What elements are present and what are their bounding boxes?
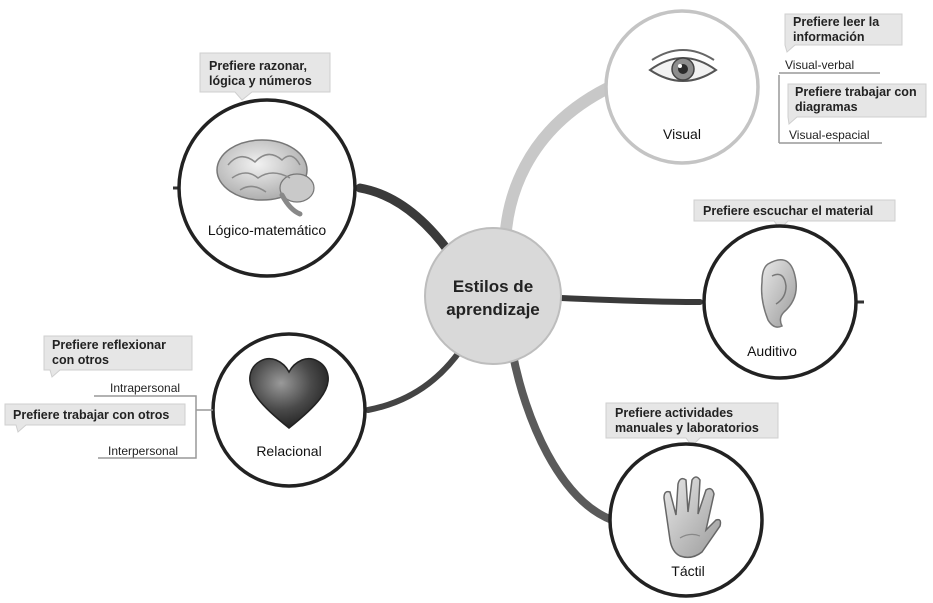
branch-auditivo — [557, 295, 703, 305]
sub-label-intrapersonal: Intrapersonal — [110, 381, 180, 395]
sub-intrapersonal: Prefiere reflexionar con otros Intrapers… — [43, 335, 213, 459]
node-label-tactil: Táctil — [671, 563, 704, 579]
callout-auditivo: Prefiere escuchar el material — [693, 199, 896, 230]
sub-interpersonal: Prefiere trabajar con otros Interpersona… — [4, 403, 186, 458]
callout-logico-line1: Prefiere razonar, — [209, 59, 307, 73]
callout-visual-verbal-line1: Prefiere leer la — [793, 15, 880, 29]
callout-tactil: Prefiere actividades manuales y laborato… — [605, 402, 779, 447]
brain-icon — [216, 139, 315, 217]
center-title-line1: Estilos de — [453, 277, 533, 296]
callout-logico: Prefiere razonar, lógica y números — [199, 52, 331, 101]
branch-logico — [355, 183, 457, 261]
callout-visual-espacial-line2: diagramas — [795, 100, 858, 114]
callout-interpersonal-line1: Prefiere trabajar con otros — [13, 408, 169, 422]
callout-tactil-line1: Prefiere actividades — [615, 406, 733, 420]
callout-tactil-line2: manuales y laboratorios — [615, 421, 759, 435]
callout-intrapersonal-line1: Prefiere reflexionar — [52, 338, 166, 352]
sub-label-visual-verbal: Visual-verbal — [785, 58, 854, 72]
center-node: Estilos de aprendizaje — [424, 227, 562, 365]
branch-visual — [499, 82, 614, 256]
node-visual: Visual Prefiere leer la información Visu… — [604, 9, 927, 165]
sub-label-visual-espacial: Visual-espacial — [789, 128, 870, 142]
sub-label-interpersonal: Interpersonal — [108, 444, 178, 458]
center-title-line2: aprendizaje — [446, 300, 540, 319]
eye-icon — [648, 49, 718, 82]
node-auditivo: Prefiere escuchar el material Auditivo — [693, 199, 896, 380]
ear-icon — [760, 259, 797, 328]
node-label-auditivo: Auditivo — [747, 343, 797, 359]
branch-relacional — [365, 345, 465, 413]
callout-visual-verbal-line2: información — [793, 30, 865, 44]
node-relacional: Relacional Prefiere reflexionar con otro… — [4, 332, 367, 488]
sub-visual-verbal: Prefiere leer la información Visual-verb… — [779, 13, 903, 74]
callout-auditivo-line1: Prefiere escuchar el material — [703, 204, 873, 218]
node-logico-matematico: Prefiere razonar, lógica y números Lógic… — [173, 52, 357, 278]
node-label-relacional: Relacional — [256, 443, 321, 459]
hand-icon — [663, 476, 722, 559]
callout-logico-line2: lógica y números — [209, 74, 312, 88]
callout-intrapersonal-line2: con otros — [52, 353, 109, 367]
node-label-visual: Visual — [663, 126, 701, 142]
node-label-logico: Lógico-matemático — [208, 222, 326, 238]
heart-icon — [249, 358, 329, 429]
sub-visual-espacial: Prefiere trabajar con diagramas Visual-e… — [778, 75, 927, 144]
node-tactil: Prefiere actividades manuales y laborato… — [605, 402, 779, 598]
callout-visual-espacial-line1: Prefiere trabajar con — [795, 85, 917, 99]
branch-tactil — [508, 346, 616, 524]
